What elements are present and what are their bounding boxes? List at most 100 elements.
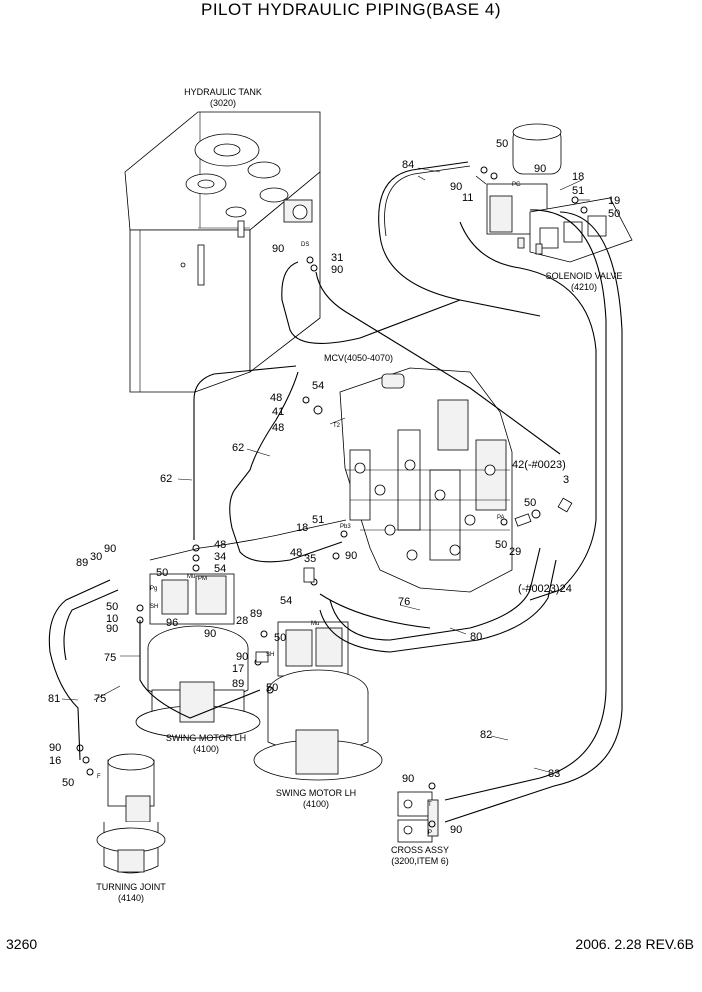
port-labels: DS PG T2 Pb3 PA Mu PM Mu SH SH Pg F T P bbox=[97, 182, 521, 836]
component-captions: HYDRAULIC TANK (3020) SOLENOID VALVE (42… bbox=[96, 87, 622, 903]
callout: 89 bbox=[232, 678, 244, 690]
cross-assy-drawing bbox=[397, 791, 439, 843]
callout: 89 bbox=[250, 608, 262, 620]
callout: 84 bbox=[402, 159, 414, 171]
callout: 50 bbox=[274, 632, 286, 644]
callout: 19 bbox=[608, 195, 620, 207]
svg-text:PM: PM bbox=[198, 576, 207, 582]
callout: 48 bbox=[270, 392, 282, 404]
mcv-label: MCV(4050-4070) bbox=[324, 353, 393, 363]
hydraulic-tank-number: (3020) bbox=[210, 98, 236, 108]
revision-date: 2006. 2.28 REV.6B bbox=[575, 936, 694, 952]
turning-joint-number: (4140) bbox=[118, 893, 144, 903]
callout: 50 bbox=[156, 567, 168, 579]
fittings bbox=[76, 166, 588, 828]
svg-text:T: T bbox=[428, 802, 432, 808]
callout: 48 bbox=[214, 539, 226, 551]
callout: 50 bbox=[106, 601, 118, 613]
svg-text:SH: SH bbox=[150, 604, 158, 610]
svg-text:Mu: Mu bbox=[311, 621, 319, 627]
svg-text:Pb3: Pb3 bbox=[340, 524, 351, 530]
swing-motor-right-label: SWING MOTOR LH bbox=[276, 788, 356, 798]
callout: 62 bbox=[232, 442, 244, 454]
swing-motor-left-number: (4100) bbox=[193, 744, 219, 754]
callout: 51 bbox=[572, 185, 584, 197]
callout: 89 bbox=[76, 557, 88, 569]
part-callouts: 84 50 90 18 90 11 51 19 50 90 31 90 54 4… bbox=[48, 138, 620, 836]
mcv-drawing bbox=[339, 367, 513, 593]
callout: 48 bbox=[290, 547, 302, 559]
page-title: PILOT HYDRAULIC PIPING(BASE 4) bbox=[201, 0, 501, 19]
callout: 82 bbox=[480, 729, 492, 741]
svg-text:PA: PA bbox=[497, 515, 505, 521]
callout: 42(-#0023) bbox=[512, 459, 566, 471]
callout: 31 bbox=[331, 252, 343, 264]
callout: 76 bbox=[398, 596, 410, 608]
callout: 90 bbox=[450, 181, 462, 193]
svg-text:T2: T2 bbox=[333, 423, 341, 429]
turning-joint-label: TURNING JOINT bbox=[96, 882, 166, 892]
callout: 96 bbox=[166, 617, 178, 629]
swing-motor-left-drawing bbox=[135, 573, 261, 739]
callout: 90 bbox=[49, 742, 61, 754]
callout: 29 bbox=[509, 546, 521, 558]
callout: 3 bbox=[563, 474, 569, 486]
callout: 51 bbox=[312, 514, 324, 526]
callout: 28 bbox=[236, 615, 248, 627]
callout: 90 bbox=[106, 623, 118, 635]
swing-motor-left-label: SWING MOTOR LH bbox=[166, 733, 246, 743]
callout: 18 bbox=[296, 522, 308, 534]
callout: 90 bbox=[450, 824, 462, 836]
svg-text:P: P bbox=[428, 830, 432, 836]
callout: 90 bbox=[104, 543, 116, 555]
callout: 50 bbox=[266, 682, 278, 694]
pilot-hoses bbox=[48, 161, 623, 823]
callout: 90 bbox=[204, 628, 216, 640]
callout: 41 bbox=[272, 406, 284, 418]
callout: 75 bbox=[94, 693, 106, 705]
callout: 90 bbox=[272, 243, 284, 255]
callout: 50 bbox=[62, 777, 74, 789]
callout: 90 bbox=[331, 264, 343, 276]
callout: 62 bbox=[160, 473, 172, 485]
svg-text:DS: DS bbox=[301, 242, 309, 248]
callout: 54 bbox=[312, 380, 324, 392]
svg-text:PG: PG bbox=[512, 182, 521, 188]
callout: 50 bbox=[496, 138, 508, 150]
cross-assy-number: (3200,ITEM 6) bbox=[391, 856, 449, 866]
callout: 90 bbox=[236, 651, 248, 663]
callout: 81 bbox=[48, 693, 60, 705]
callout: 80 bbox=[470, 631, 482, 643]
hydraulic-tank-drawing bbox=[124, 111, 321, 393]
svg-text:SH: SH bbox=[266, 652, 274, 658]
callout: 90 bbox=[345, 550, 357, 562]
callout: 83 bbox=[548, 768, 560, 780]
leader-lines bbox=[61, 167, 590, 773]
callout: 16 bbox=[49, 755, 61, 767]
callout: 10 bbox=[106, 613, 118, 625]
turning-joint-drawing bbox=[96, 753, 166, 874]
callout: 35 bbox=[304, 553, 316, 565]
svg-text:F: F bbox=[97, 774, 101, 780]
swing-motor-right-drawing bbox=[253, 621, 383, 781]
callout: 34 bbox=[214, 551, 226, 563]
callout: 50 bbox=[608, 208, 620, 220]
callout: 50 bbox=[495, 539, 507, 551]
svg-text:Pg: Pg bbox=[150, 586, 157, 592]
callout: 18 bbox=[572, 171, 584, 183]
callout: 54 bbox=[280, 595, 292, 607]
page-number: 3260 bbox=[6, 936, 38, 952]
callout: 17 bbox=[232, 663, 244, 675]
callout: 30 bbox=[90, 551, 102, 563]
solenoid-valve-label: SOLENOID VALVE bbox=[546, 271, 623, 281]
callout: 54 bbox=[214, 563, 226, 575]
hydraulic-tank-label: HYDRAULIC TANK bbox=[184, 87, 262, 97]
callout: 11 bbox=[462, 192, 473, 204]
cross-assy-label: CROSS ASSY bbox=[391, 845, 449, 855]
solenoid-valve-number: (4210) bbox=[571, 282, 597, 292]
callout: 90 bbox=[402, 773, 414, 785]
callout: 48 bbox=[272, 422, 284, 434]
callout: 90 bbox=[534, 163, 546, 175]
callout: (-#0023)24 bbox=[518, 583, 572, 595]
